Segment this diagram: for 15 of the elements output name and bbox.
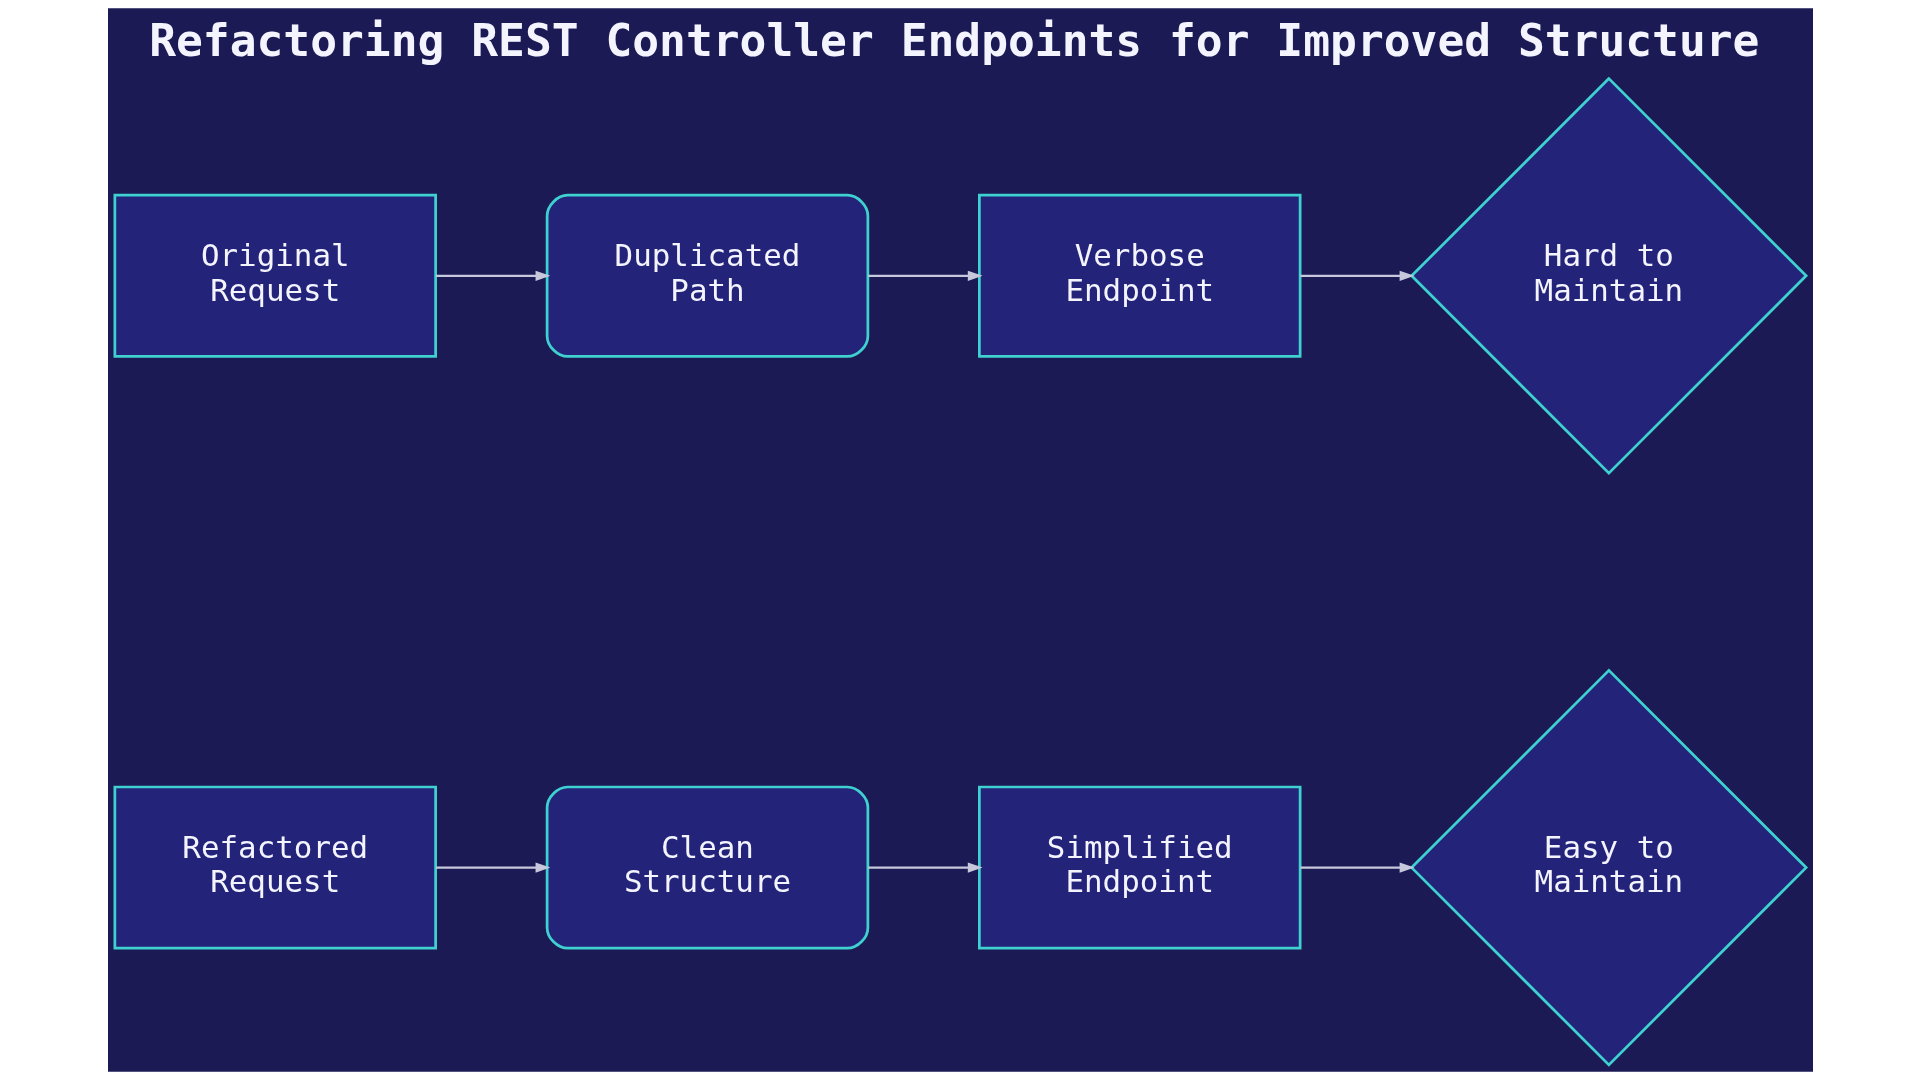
arrow [1299,862,1414,873]
node-box: Duplicated Path [545,193,869,358]
arrow [1299,270,1414,282]
node-diamond: Easy to Maintain [1409,668,1808,1067]
node-box: Simplified Endpoint [977,785,1301,950]
node-box: Clean Structure [545,785,869,950]
arrow [867,862,983,873]
node-box: Original Request [113,193,437,358]
node-diamond: Hard to Maintain [1409,76,1808,476]
arrow [867,270,983,282]
node-box: Verbose Endpoint [977,193,1301,358]
diagram-title: Refactoring REST Controller Endpoints for Improved Structure [148,14,1759,67]
arrow [435,270,550,282]
node-box: Refactored Request [113,785,437,950]
arrow [435,862,550,873]
